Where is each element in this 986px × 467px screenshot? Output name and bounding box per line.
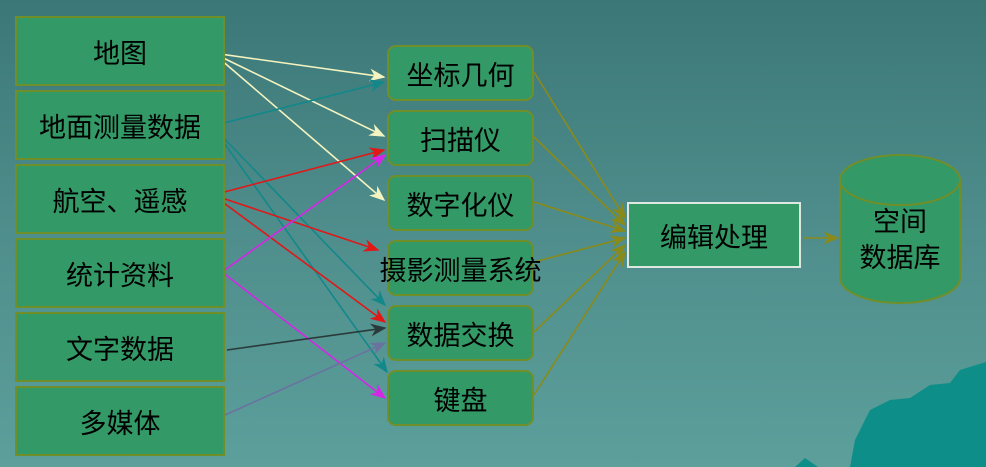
arrow-digitizer-to-edit bbox=[533, 201, 627, 233]
arrow-aerial-to-scanner bbox=[212, 147, 386, 196]
database-label-line2: 数据库 bbox=[859, 243, 941, 274]
device-scanner: 扫描仪 bbox=[387, 110, 534, 166]
decorative-rock-small bbox=[795, 458, 818, 467]
source-statistics: 统计资料 bbox=[15, 238, 225, 308]
database-cylinder bbox=[839, 154, 961, 304]
arrow-photogrammetry-to-edit bbox=[533, 235, 627, 263]
source-multimedia: 多媒体 bbox=[15, 386, 225, 456]
arrow-survey-to-cogo bbox=[211, 79, 386, 127]
source-text-data: 文字数据 bbox=[15, 312, 225, 382]
source-map: 地图 bbox=[15, 16, 225, 86]
source-aerial-remote-sensing: 航空、遥感 bbox=[15, 164, 225, 234]
device-cogo: 坐标几何 bbox=[387, 45, 534, 101]
edit-process-box: 编辑处理 bbox=[627, 202, 801, 268]
arrow-aerial-to-photogrammetry bbox=[212, 194, 380, 252]
arrow-survey-to-keyboard bbox=[211, 125, 388, 374]
arrow-stats-to-scanner bbox=[221, 154, 387, 273]
arrow-cogo-to-edit bbox=[533, 71, 626, 220]
arrow-keyboard-to-edit bbox=[533, 250, 626, 396]
device-digitizer: 数字化仪 bbox=[387, 175, 534, 231]
arrow-aerial-to-exchange bbox=[212, 194, 387, 323]
database-label-line1: 空间 bbox=[873, 207, 927, 238]
device-photogrammetry: 摄影测量系统 bbox=[380, 240, 542, 296]
source-ground-survey: 地面测量数据 bbox=[15, 90, 225, 160]
arrow-scanner-to-edit bbox=[533, 136, 627, 227]
arrow-map-to-cogo bbox=[212, 52, 386, 82]
device-keyboard: 键盘 bbox=[387, 370, 534, 426]
arrow-multimedia-to-exchange bbox=[224, 342, 387, 416]
device-data-exchange: 数据交换 bbox=[387, 305, 534, 361]
database-label: 空间 数据库 bbox=[840, 205, 960, 277]
arrow-map-to-digitizer bbox=[212, 52, 386, 202]
arrow-map-to-scanner bbox=[212, 52, 386, 137]
decorative-rock bbox=[850, 362, 986, 467]
arrow-exchange-to-edit bbox=[533, 243, 627, 333]
arrow-survey-to-exchange bbox=[211, 125, 387, 307]
arrow-text-to-exchange bbox=[226, 323, 387, 351]
arrow-stats-to-keyboard bbox=[221, 271, 387, 399]
